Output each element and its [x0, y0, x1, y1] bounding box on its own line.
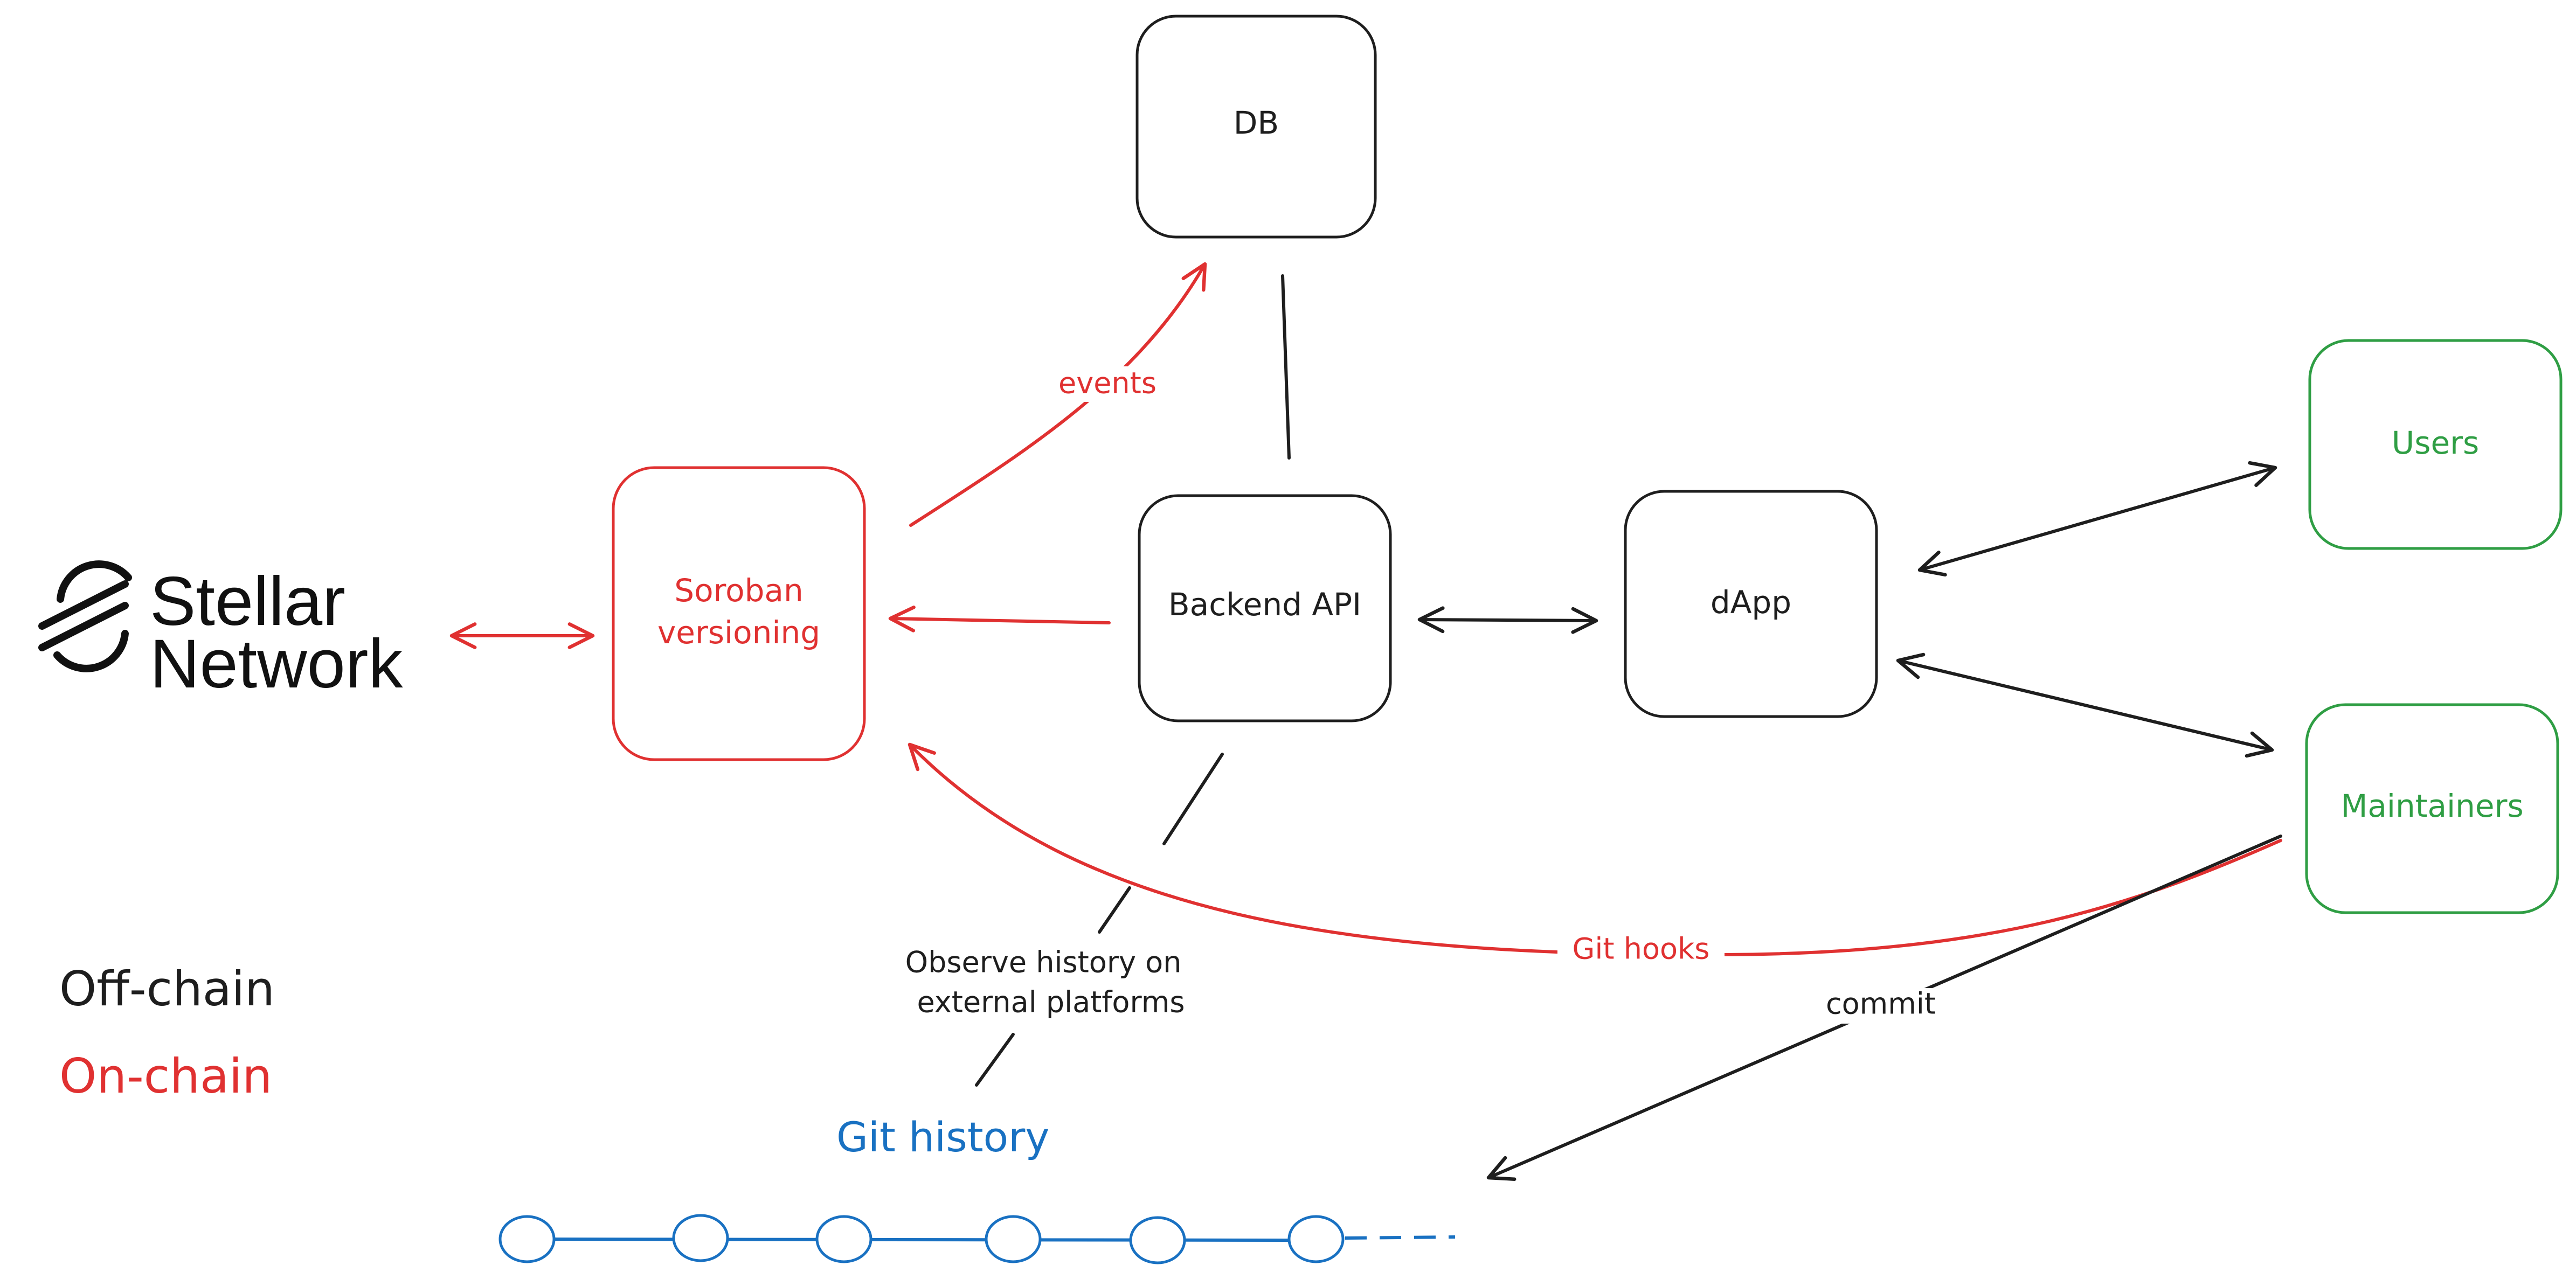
- edge-backend-dapp: [1417, 606, 1598, 634]
- events-label-bg: [1043, 366, 1162, 402]
- git-hooks-label-bg: [1557, 932, 1725, 970]
- commit-label: commit: [1826, 987, 1936, 1021]
- edge-db-backend: [1281, 274, 1291, 460]
- edge-dapp-users: [1917, 461, 2277, 577]
- maintainers-label: Maintainers: [2340, 788, 2523, 824]
- node-users[interactable]: Users: [2308, 339, 2563, 550]
- edge-backend-to-soroban: [888, 606, 1111, 632]
- soroban-label-line-1: Soroban: [674, 572, 803, 609]
- edge-observe-lower: [975, 1033, 1015, 1087]
- git-hooks-label: Git hooks: [1573, 932, 1710, 966]
- commit-label-bg: [1816, 988, 1945, 1024]
- observe-label-line-1: Observe history on: [905, 946, 1182, 979]
- git-history: Git history: [498, 1113, 1456, 1264]
- legend-off-chain: Off-chain: [59, 961, 275, 1017]
- maintainers-box: [2305, 703, 2559, 914]
- soroban-label-line-2: versioning: [657, 614, 820, 651]
- git-history-continuation: [1345, 1235, 1456, 1240]
- stellar-logo-icon: [38, 560, 132, 672]
- brand-line-2: Network: [150, 625, 403, 703]
- observe-label-line-2: external platforms: [917, 985, 1185, 1019]
- edge-dapp-maintainers: [1896, 652, 2274, 758]
- edge-observe-middle: [1098, 886, 1131, 934]
- git-commit-node: [985, 1215, 1042, 1263]
- legend: Off-chain On-chain: [59, 961, 275, 1104]
- legend-on-chain: On-chain: [59, 1048, 272, 1104]
- node-backend-api[interactable]: Backend API: [1138, 494, 1392, 722]
- dapp-box: [1624, 490, 1878, 718]
- dapp-label: dApp: [1711, 584, 1791, 621]
- git-commit-node: [1129, 1216, 1186, 1264]
- backend-api-box: [1138, 494, 1392, 722]
- users-box: [2308, 339, 2563, 550]
- db-label: DB: [1234, 105, 1279, 141]
- node-maintainers[interactable]: Maintainers: [2305, 703, 2559, 914]
- edge-observe-upper: [1162, 753, 1224, 845]
- git-commit-node: [815, 1215, 872, 1263]
- users-label: Users: [2392, 425, 2479, 461]
- edge-events: [909, 262, 1207, 527]
- git-commit-node: [672, 1214, 729, 1262]
- git-history-label: Git history: [836, 1113, 1049, 1161]
- soroban-box: [612, 466, 866, 761]
- node-soroban-versioning[interactable]: Soroban versioning: [612, 466, 866, 761]
- backend-api-label: Backend API: [1168, 586, 1361, 623]
- brand-line-1: Stellar: [150, 563, 345, 640]
- stellar-brand: Stellar Network: [38, 560, 403, 703]
- git-commit-node: [498, 1215, 556, 1263]
- node-dapp[interactable]: dApp: [1624, 490, 1878, 718]
- events-label: events: [1058, 366, 1157, 400]
- node-db[interactable]: DB: [1135, 15, 1377, 239]
- git-commit-node: [1287, 1215, 1345, 1263]
- db-box: [1135, 15, 1377, 239]
